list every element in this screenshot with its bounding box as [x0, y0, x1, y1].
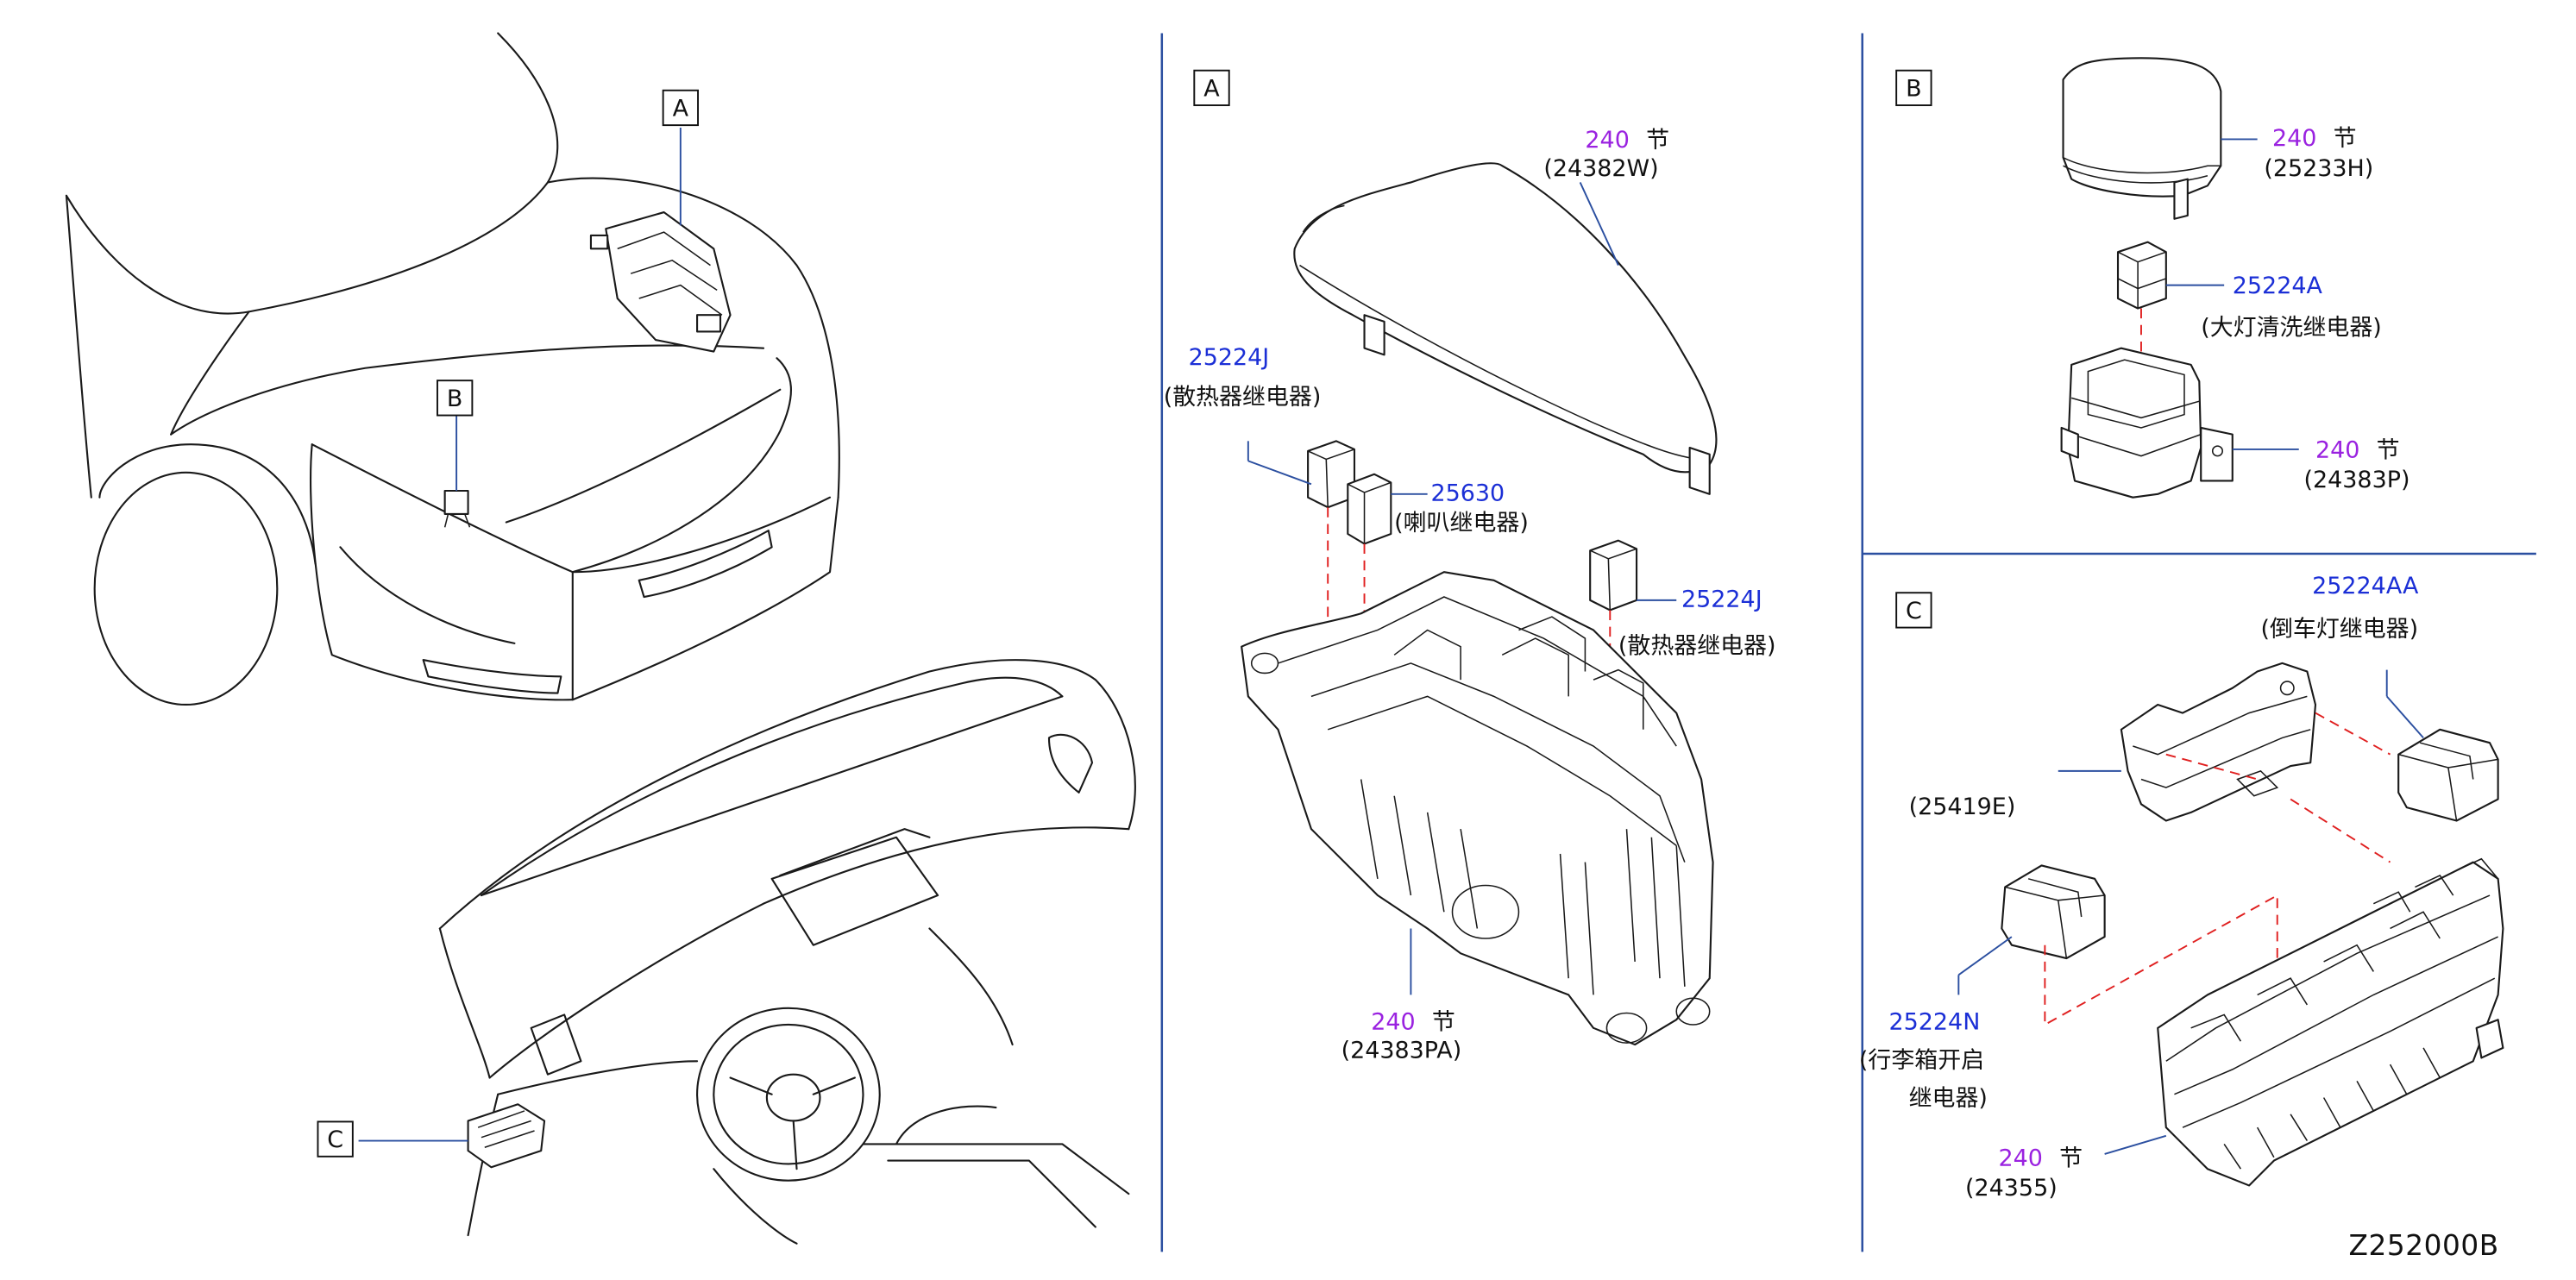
- headlamp-washer-relay-part-number: 25224A: [2232, 273, 2322, 300]
- holder-b-part-number: (24383P): [2303, 467, 2410, 494]
- qty-unit: 节: [1646, 128, 1670, 154]
- panel-c-title-box: C: [1895, 592, 1932, 629]
- cover-b-qty: 240 节: [2272, 126, 2357, 153]
- dashboard-illustration: [358, 659, 1136, 1245]
- backup-lamp-relay-name: (倒车灯继电器): [2260, 617, 2419, 643]
- qty-value: 240: [2271, 126, 2317, 153]
- cover-a-qty: 240 节: [1585, 128, 1669, 154]
- diagram-code: Z252000B: [2348, 1230, 2499, 1264]
- holder-b-qty: 240 节: [2315, 437, 2400, 464]
- cover-b-part-number: (25233H): [2264, 155, 2374, 183]
- panel-c-illustration: [1957, 662, 2504, 1187]
- qty-unit: 节: [2333, 126, 2357, 153]
- trunk-opener-relay-name-line1: (行李箱开启: [1858, 1047, 1985, 1075]
- qty-unit: 节: [2376, 437, 2400, 465]
- callout-b-car: B: [437, 380, 474, 417]
- callout-a-car: A: [662, 89, 700, 127]
- qty-value: 240: [2315, 437, 2360, 465]
- relay-left-name: (散热器继电器): [1163, 384, 1322, 411]
- relay-right-name: (散热器继电器): [1618, 633, 1776, 661]
- backup-lamp-relay-part-number: 25224AA: [2312, 574, 2419, 600]
- panel-b-title-box: B: [1895, 69, 1932, 107]
- car-front-illustration: [65, 32, 840, 706]
- relay-left-part-number: 25224J: [1188, 344, 1270, 372]
- horn-relay-part-number: 25630: [1430, 480, 1505, 508]
- cover-a-part-number: (24382W): [1543, 155, 1659, 183]
- headlamp-washer-relay-name: (大灯清洗继电器): [2201, 315, 2382, 342]
- bracket-part-number: (25419E): [1908, 794, 2016, 821]
- panel-a-title-box: A: [1193, 69, 1230, 107]
- qty-value: 240: [1371, 1009, 1416, 1037]
- trunk-opener-relay-part-number: 25224N: [1888, 1009, 1981, 1037]
- qty-unit: 节: [1431, 1009, 1455, 1037]
- panel-a-illustration: [1241, 162, 1718, 1046]
- callout-c-dashboard: C: [317, 1120, 354, 1158]
- panel-b-illustration: [2060, 57, 2299, 499]
- fuse-block-c-part-number: (24355): [1965, 1175, 2058, 1202]
- qty-unit: 节: [2059, 1145, 2083, 1173]
- relay-right-part-number: 25224J: [1681, 587, 1762, 614]
- fuse-box-a-qty: 240 节: [1371, 1010, 1455, 1037]
- fuse-box-a-part-number: (24383PA): [1341, 1038, 1462, 1065]
- horn-relay-name: (喇叭继电器): [1394, 511, 1529, 537]
- qty-value: 240: [1585, 128, 1630, 154]
- trunk-opener-relay-name-line2: 继电器): [1908, 1086, 1988, 1113]
- qty-value: 240: [1998, 1145, 2043, 1173]
- fuse-block-c-qty: 240 节: [1998, 1145, 2083, 1172]
